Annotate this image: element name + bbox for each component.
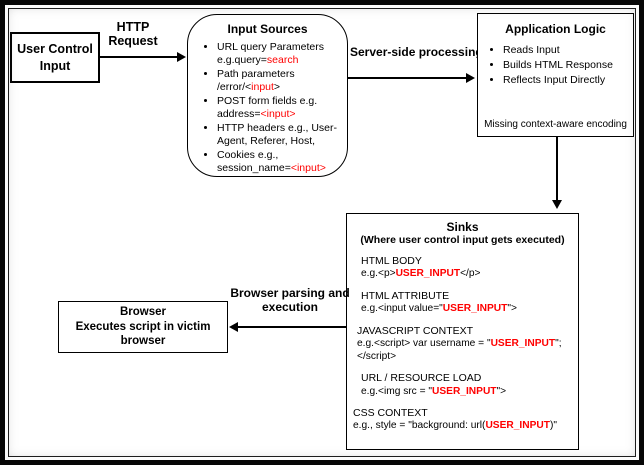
node-browser: Browser Executes script in victim browse… (58, 301, 228, 353)
input-source-item: Cookies e.g.,session_name=<input> (217, 149, 347, 175)
user-control-input-label: User Control Input (17, 42, 93, 73)
sink-heading: JAVASCRIPT CONTEXT (357, 324, 474, 337)
sink-section-html-attribute: HTML ATTRIBUTE e.g.<input value="USER_IN… (347, 290, 578, 316)
arrow-server-side-head-icon (466, 73, 475, 83)
missing-encoding-note: Missing context-aware encoding (484, 119, 627, 130)
sink-code: e.g.<img src = "USER_INPUT"> (361, 385, 507, 397)
sink-heading: HTML ATTRIBUTE (361, 289, 450, 302)
sink-code: e.g.<script> var username = "USER_INPUT"… (357, 337, 562, 362)
application-logic-list: Reads Input Builds HTML Response Reflect… (478, 43, 633, 88)
application-logic-item: Builds HTML Response (503, 58, 633, 73)
sink-section-html-body: HTML BODY e.g.<p>USER_INPUT</p> (347, 255, 578, 281)
sink-code: e.g.<p>USER_INPUT</p> (361, 268, 481, 280)
input-source-item: HTTP headers e.g., User-Agent, Referer, … (217, 122, 347, 148)
arrow-to-sinks-head-icon (552, 200, 562, 209)
arrow-browser-parsing-head-icon (229, 322, 238, 332)
sink-code: e.g., style = "background: url(USER_INPU… (353, 420, 558, 432)
sink-section-url-resource-load: URL / RESOURCE LOAD e.g.<img src = "USER… (347, 372, 578, 398)
sinks-title: Sinks (446, 220, 479, 234)
node-input-sources: Input Sources URL query Parameterse.g.qu… (187, 14, 348, 177)
browser-line3: browser (120, 335, 166, 348)
sink-section-css-context: CSS CONTEXT e.g., style = "background: u… (347, 407, 578, 433)
sink-heading: HTML BODY (361, 255, 422, 267)
sink-section-javascript-context: JAVASCRIPT CONTEXT e.g.<script> var user… (347, 325, 578, 364)
sink-heading: CSS CONTEXT (353, 407, 428, 420)
http-request-line1: HTTP (116, 20, 150, 34)
node-sinks: Sinks (Where user control input gets exe… (346, 213, 579, 450)
http-request-label: HTTP Request (101, 20, 165, 49)
node-application-logic: Application Logic Reads Input Builds HTM… (477, 13, 634, 137)
arrow-http-request-head-icon (177, 52, 186, 62)
arrow-server-side-line (348, 77, 467, 79)
arrow-to-sinks-line (556, 137, 558, 200)
browser-parsing-label: Browser parsing and execution (230, 286, 350, 315)
application-logic-item: Reads Input (503, 43, 633, 58)
arrow-browser-parsing-line (238, 326, 346, 328)
application-logic-item: Reflects Input Directly (503, 73, 633, 88)
browser-line1: Browser (119, 306, 167, 319)
server-side-processing-label: Server-side processing (350, 45, 483, 59)
input-source-item: POST form fields e.g.address=<input> (217, 95, 347, 121)
sinks-subtitle: (Where user control input gets executed) (360, 234, 565, 246)
sink-heading: URL / RESOURCE LOAD (361, 372, 482, 385)
http-request-line2: Request (108, 34, 158, 49)
browser-parsing-line2: execution (261, 299, 318, 314)
arrow-http-request-line (100, 56, 178, 58)
input-sources-title: Input Sources (227, 22, 308, 36)
application-logic-title: Application Logic (505, 22, 606, 36)
browser-line2: Executes script in victim (75, 320, 211, 333)
browser-parsing-line1: Browser parsing and (230, 286, 350, 300)
sink-code: e.g.<input value="USER_INPUT"> (361, 303, 517, 314)
input-source-item: Path parameters/error/<input> (217, 68, 347, 94)
node-user-control-input: User Control Input (10, 32, 100, 83)
